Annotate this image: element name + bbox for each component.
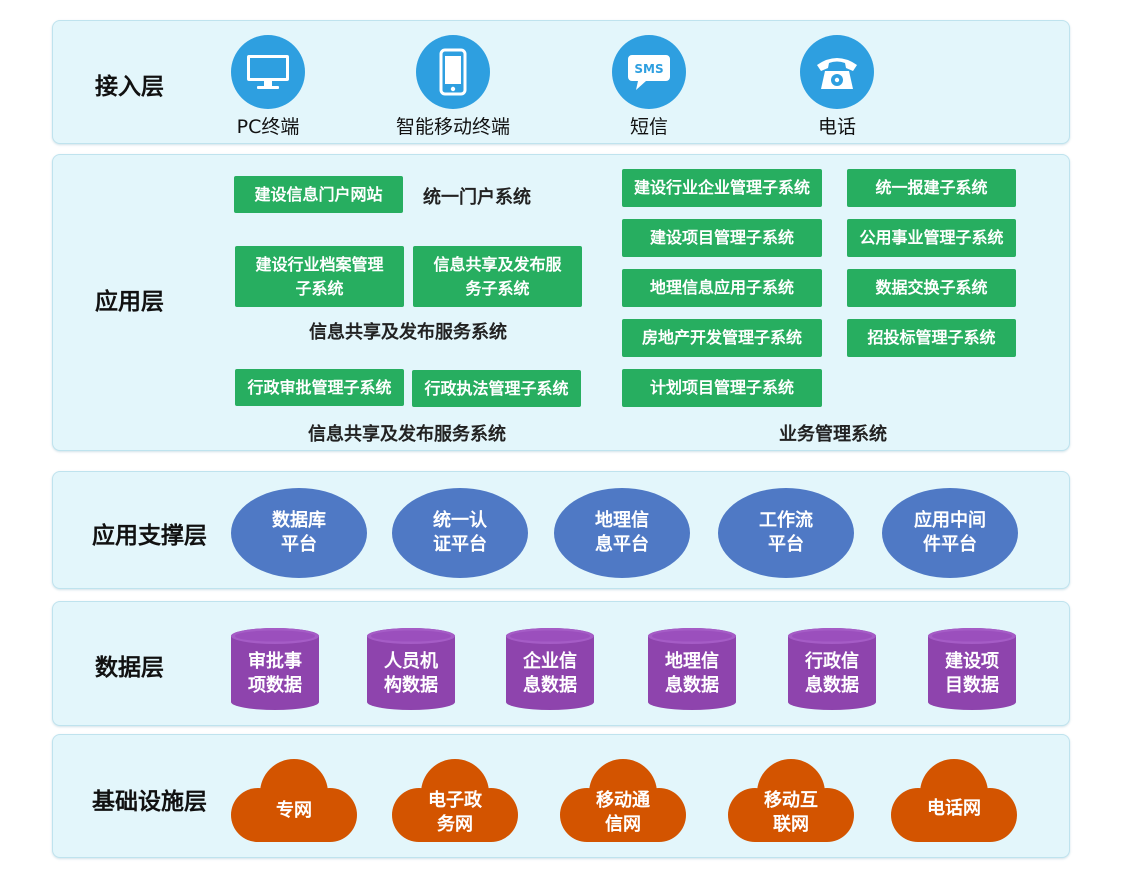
- cloud-line2: 务网: [437, 814, 473, 835]
- telephone-icon: [800, 35, 874, 109]
- database-cylinder: 行政信息数据: [788, 628, 876, 710]
- support-platform: 统一认证平台: [392, 488, 528, 578]
- platform-line1: 应用中间: [914, 510, 986, 531]
- access-mobile-terminal: 智能移动终端: [363, 35, 543, 139]
- access-sms: SMS 短信: [559, 35, 739, 139]
- business-item: 地理信息应用子系统: [622, 269, 822, 307]
- portal-site-box: 建设信息门户网站: [234, 176, 403, 213]
- platform-line1: 地理信: [595, 510, 649, 531]
- archive-management-box: 建设行业档案管理 子系统: [235, 246, 404, 307]
- business-item: 建设行业企业管理子系统: [622, 169, 822, 207]
- network-cloud: 移动互联网: [727, 757, 855, 843]
- cloud-line1: 移动通: [596, 790, 650, 811]
- access-layer-label: 接入层: [95, 74, 164, 100]
- cylinder-line1: 企业信: [523, 651, 577, 672]
- cloud-line2: 联网: [773, 814, 809, 835]
- cylinder-line2: 息数据: [523, 675, 577, 696]
- platform-line2: 平台: [281, 534, 317, 555]
- admin-approval-box: 行政审批管理子系统: [235, 369, 404, 406]
- cloud-line1: 专网: [276, 800, 312, 821]
- cylinder-line2: 构数据: [384, 675, 438, 696]
- cylinder-line1: 行政信: [805, 651, 859, 672]
- access-label: PC终端: [236, 116, 300, 138]
- archive-line1: 建设行业档案管理: [255, 254, 384, 274]
- share-caption: 信息共享及发布服务系统: [309, 322, 507, 343]
- database-cylinder: 审批事项数据: [231, 628, 319, 710]
- business-item: 房地产开发管理子系统: [622, 319, 822, 357]
- cylinder-line1: 审批事: [248, 651, 302, 672]
- support-platform: 地理信息平台: [554, 488, 690, 578]
- smartphone-icon: [416, 35, 490, 109]
- access-label: 智能移动终端: [395, 116, 510, 138]
- monitor-icon: [231, 35, 305, 109]
- business-item: 公用事业管理子系统: [847, 219, 1016, 257]
- access-telephone: 电话: [747, 35, 927, 139]
- access-layer: [52, 20, 1070, 144]
- cylinder-line1: 建设项: [945, 651, 999, 672]
- business-item: 统一报建子系统: [847, 169, 1016, 207]
- cloud-line1: 移动互: [764, 790, 818, 811]
- share-line1: 信息共享及发布服: [433, 254, 562, 274]
- platform-line2: 证平台: [433, 534, 487, 555]
- database-cylinder: 企业信息数据: [506, 628, 594, 710]
- support-platform: 数据库平台: [231, 488, 367, 578]
- business-item: 建设项目管理子系统: [622, 219, 822, 257]
- info-share-box: 信息共享及发布服 务子系统: [413, 246, 582, 307]
- cylinder-line1: 地理信: [665, 651, 719, 672]
- platform-line2: 件平台: [923, 534, 977, 555]
- sms-icon: SMS: [612, 35, 686, 109]
- access-label: 短信: [629, 116, 668, 138]
- share-line2: 务子系统: [465, 278, 530, 298]
- application-layer-label: 应用层: [95, 289, 164, 315]
- platform-line1: 数据库: [272, 510, 326, 531]
- admin-enforcement-box: 行政执法管理子系统: [412, 370, 581, 407]
- admin-caption: 信息共享及发布服务系统: [308, 424, 506, 445]
- database-cylinder: 地理信息数据: [648, 628, 736, 710]
- cylinder-line2: 息数据: [805, 675, 859, 696]
- support-platform: 工作流平台: [718, 488, 854, 578]
- svg-text:SMS: SMS: [634, 62, 663, 76]
- database-cylinder: 人员机构数据: [367, 628, 455, 710]
- cylinder-line1: 人员机: [384, 651, 438, 672]
- platform-line1: 统一认: [433, 510, 487, 531]
- access-label: 电话: [817, 116, 856, 138]
- access-pc-terminal: PC终端: [178, 35, 358, 139]
- network-cloud: 电子政务网: [391, 757, 519, 843]
- cylinder-line2: 项数据: [248, 675, 302, 696]
- business-caption: 业务管理系统: [779, 424, 887, 445]
- cylinder-line2: 目数据: [945, 675, 999, 696]
- network-cloud: 电话网: [890, 757, 1018, 843]
- infrastructure-layer-label: 基础设施层: [92, 789, 207, 815]
- database-cylinder: 建设项目数据: [928, 628, 1016, 710]
- cylinder-line2: 息数据: [665, 675, 719, 696]
- cloud-line2: 信网: [605, 814, 641, 835]
- support-platform: 应用中间件平台: [882, 488, 1018, 578]
- business-item: 计划项目管理子系统: [622, 369, 822, 407]
- network-cloud: 专网: [230, 757, 358, 843]
- data-layer-label: 数据层: [95, 655, 164, 681]
- cloud-line1: 电话网: [927, 798, 981, 819]
- support-layer-label: 应用支撑层: [92, 523, 207, 549]
- cloud-line1: 电子政: [428, 790, 482, 811]
- platform-line2: 息平台: [595, 534, 649, 555]
- business-item: 招投标管理子系统: [847, 319, 1016, 357]
- archive-line2: 子系统: [295, 278, 344, 298]
- platform-line1: 工作流: [759, 510, 813, 531]
- network-cloud: 移动通信网: [559, 757, 687, 843]
- platform-line2: 平台: [768, 534, 804, 555]
- portal-caption: 统一门户系统: [423, 187, 531, 208]
- business-item: 数据交换子系统: [847, 269, 1016, 307]
